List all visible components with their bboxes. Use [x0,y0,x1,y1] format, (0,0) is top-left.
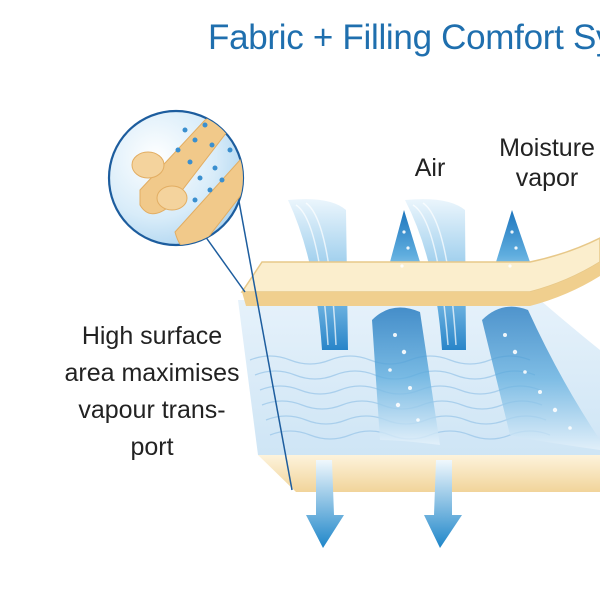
bottom-fabric-layer [258,455,600,492]
air-down-arrow-left [306,460,344,548]
air-label: Air [414,154,446,182]
vapor-plume-right [482,306,600,450]
moisture-label-line2: vapor [515,164,579,192]
moisture-vapor-label: Moisture vapor [492,133,600,193]
diagram-title: Fabric + Filling Comfort Sy [208,18,600,57]
moisture-label-line1: Moisture [499,134,595,162]
air-down-arrow-right [424,460,462,548]
caption-line2: area maximises [64,359,240,387]
pointer-line-top [204,235,246,293]
fiber-closeup [131,115,243,245]
surface-area-caption: High surface area maximises vapour trans… [52,318,252,466]
vapor-droplets [388,230,572,430]
caption-line1: High surface [81,322,223,350]
vapor-plume-left [372,307,440,445]
top-fabric-layer [240,237,600,293]
caption-line4: port [130,433,174,461]
pointer-line-bottom [237,195,293,491]
caption-line3: vapour trans- [78,396,226,424]
